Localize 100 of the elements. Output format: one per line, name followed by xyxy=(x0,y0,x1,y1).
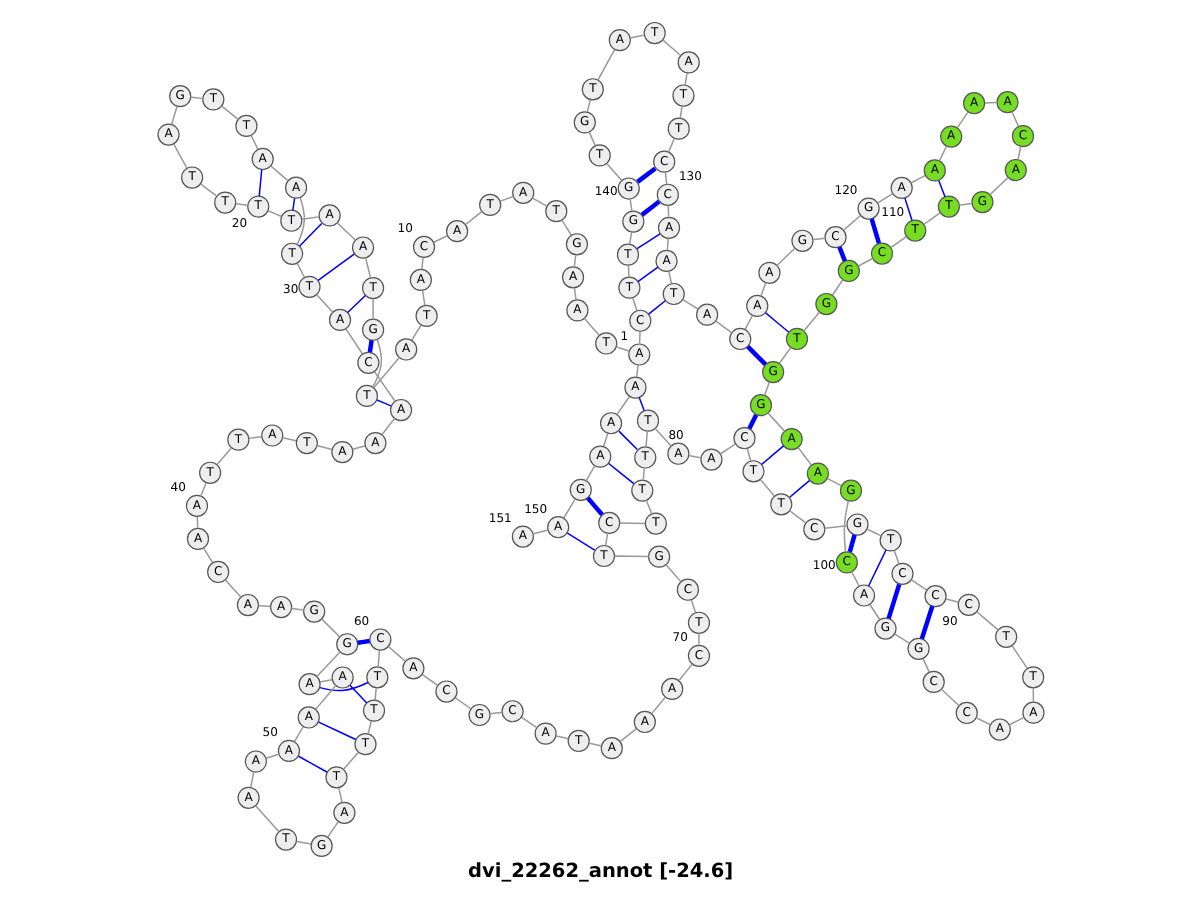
connector xyxy=(631,297,637,312)
connector xyxy=(856,257,873,267)
connector xyxy=(637,330,640,345)
connector xyxy=(585,496,603,517)
connector xyxy=(199,482,206,497)
connector xyxy=(697,632,699,646)
connector xyxy=(318,681,368,692)
connector xyxy=(889,235,907,248)
connector xyxy=(1010,645,1027,670)
connector xyxy=(371,298,373,320)
connector xyxy=(678,105,682,119)
connector xyxy=(746,413,758,430)
connector xyxy=(988,176,1008,196)
connector xyxy=(269,165,288,182)
connector xyxy=(254,805,279,833)
connector xyxy=(644,430,647,448)
connector xyxy=(344,328,363,355)
connector xyxy=(653,428,671,447)
connector xyxy=(714,320,731,334)
connector xyxy=(759,282,766,297)
connector xyxy=(777,347,791,364)
connector xyxy=(432,235,448,243)
connector xyxy=(169,105,177,126)
connector xyxy=(1007,716,1024,726)
connector xyxy=(356,638,369,645)
connector xyxy=(975,611,998,631)
connector xyxy=(560,219,572,236)
connector xyxy=(641,467,645,481)
connector xyxy=(318,678,332,683)
connector xyxy=(562,498,576,519)
connector xyxy=(825,477,841,487)
connector xyxy=(603,532,608,547)
connector xyxy=(315,294,333,313)
connector xyxy=(296,755,327,773)
connector xyxy=(363,257,371,279)
connector xyxy=(280,437,296,442)
connector xyxy=(664,564,681,583)
connector xyxy=(666,137,675,153)
connector xyxy=(587,131,596,147)
connector xyxy=(617,430,638,451)
connector xyxy=(775,247,795,267)
connector xyxy=(316,721,356,741)
connector xyxy=(342,751,359,770)
connector xyxy=(315,445,332,451)
connector xyxy=(646,300,666,315)
connector xyxy=(420,673,438,687)
connector xyxy=(335,222,356,241)
connector xyxy=(248,771,254,789)
connector xyxy=(802,311,820,332)
connector xyxy=(892,550,899,565)
connector xyxy=(865,528,881,537)
connector xyxy=(565,532,595,551)
connector xyxy=(636,266,658,283)
connector xyxy=(836,246,846,262)
connector xyxy=(607,462,634,485)
connector xyxy=(944,598,959,603)
connector xyxy=(615,395,630,416)
connector xyxy=(936,179,945,198)
connector xyxy=(612,555,649,558)
connector xyxy=(464,210,482,225)
connector xyxy=(373,687,376,701)
connector xyxy=(745,345,767,366)
connector xyxy=(420,257,423,270)
connector xyxy=(292,725,304,743)
connector xyxy=(372,356,400,388)
connector xyxy=(885,583,901,620)
connector xyxy=(868,604,880,621)
connector xyxy=(313,684,336,711)
connector xyxy=(215,447,231,466)
connector xyxy=(618,728,636,743)
connector xyxy=(955,111,968,129)
connector xyxy=(264,753,279,759)
connector xyxy=(665,237,668,251)
connector xyxy=(745,447,751,462)
connector xyxy=(689,599,696,614)
connector xyxy=(345,294,366,314)
connector xyxy=(295,262,305,279)
connector xyxy=(842,215,860,231)
connector xyxy=(628,34,644,39)
connector xyxy=(909,579,927,591)
connector xyxy=(531,529,548,535)
connector xyxy=(294,840,311,845)
connector xyxy=(718,443,735,455)
connector xyxy=(188,96,203,100)
connector xyxy=(410,324,421,341)
connector xyxy=(940,688,959,707)
connector xyxy=(585,99,591,113)
connector xyxy=(866,549,886,587)
connector xyxy=(957,202,972,206)
connector xyxy=(257,604,271,608)
connector xyxy=(605,163,622,182)
connector xyxy=(763,312,789,333)
connector xyxy=(584,464,595,482)
connector xyxy=(842,500,848,553)
connector xyxy=(922,212,940,225)
connector xyxy=(788,479,810,498)
connector xyxy=(199,183,216,197)
connector xyxy=(628,198,632,212)
connector xyxy=(639,199,660,217)
connector xyxy=(266,210,282,218)
